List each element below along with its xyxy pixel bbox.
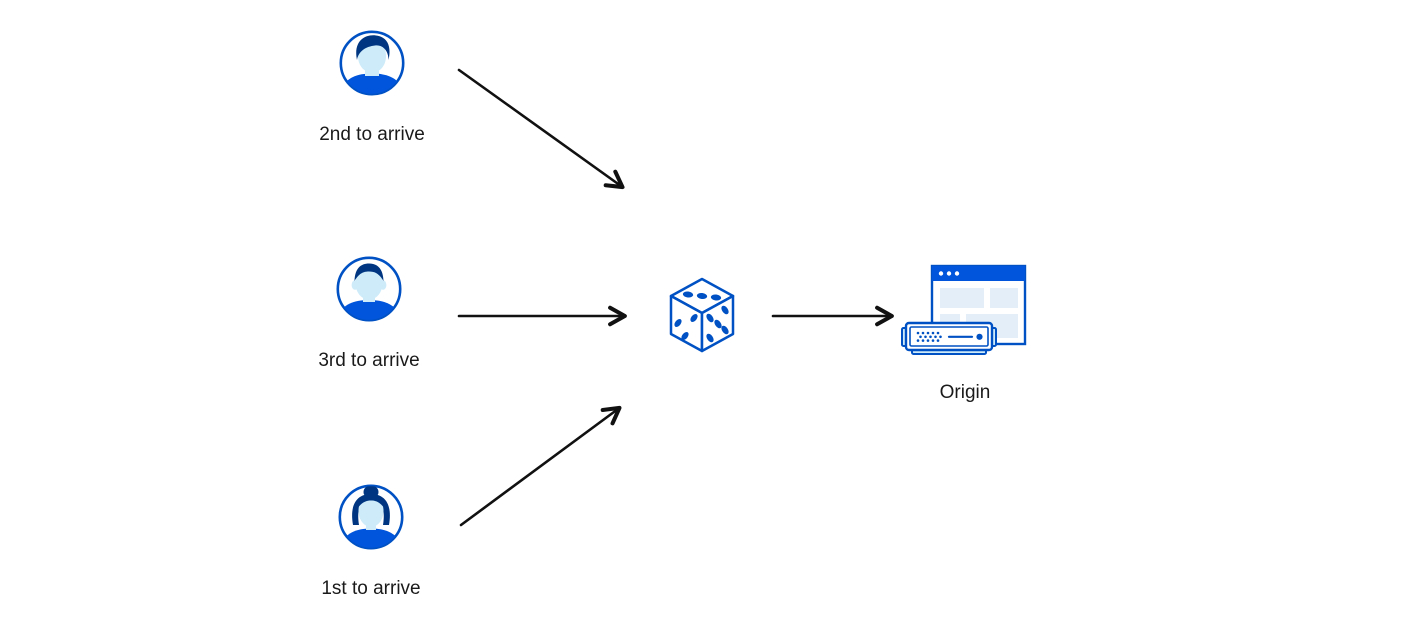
man-short-hair-avatar-icon (335, 255, 403, 328)
arrow-client2-to-dice (457, 68, 625, 190)
arrow-client1-to-dice (459, 405, 622, 527)
man-swept-hair-avatar-icon (338, 29, 406, 102)
random-selection-node (667, 276, 737, 359)
origin-server-icon (900, 264, 1030, 369)
dice-icon (667, 276, 737, 359)
client-node-1st-to-arrive: 1st to arrive (296, 483, 446, 600)
woman-bun-avatar-icon (337, 483, 405, 556)
server-icon (901, 321, 997, 355)
client-node-2nd-to-arrive: 2nd to arrive (297, 29, 447, 146)
client-node-3rd-to-arrive: 3rd to arrive (294, 255, 444, 372)
origin-label: Origin (939, 382, 991, 403)
client-label: 2nd to arrive (319, 124, 425, 145)
origin-node: Origin (898, 264, 1032, 404)
client-label: 3rd to arrive (318, 350, 420, 371)
client-label: 1st to arrive (321, 578, 421, 599)
